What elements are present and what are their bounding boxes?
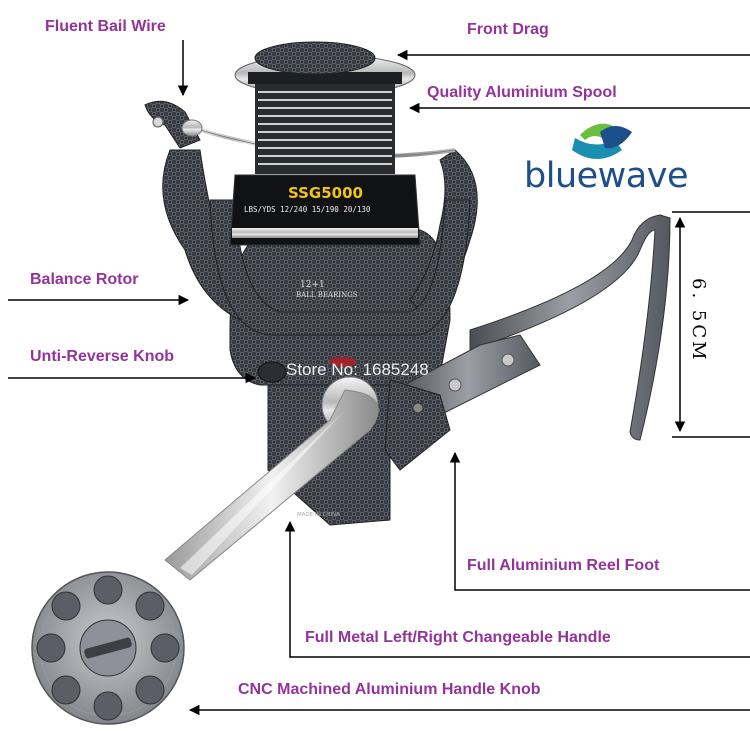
label-quality-spool: Quality Aluminium Spool [427,84,617,101]
foot-bracket [384,379,451,471]
spool-model: SSG5000 [288,184,363,202]
spool-groove [248,72,402,84]
arrow-reel-foot [449,451,750,591]
spool-skirt [229,174,421,246]
label-handle: Full Metal Left/Right Changeable Handle [305,629,611,646]
handle-knob [31,571,185,725]
logo-mark [572,123,632,159]
label-front-drag: Front Drag [467,21,549,38]
handle-highlight [180,410,345,575]
reel-foot [469,214,671,441]
bail-arm [144,100,201,149]
anti-reverse-knob [257,361,287,383]
label-reel-foot: Full Aluminium Reel Foot [467,557,660,574]
line-roller [181,119,203,137]
bearings-text: BALL BEARINGS [296,291,358,299]
label-handle-knob: CNC Machined Aluminium Handle Knob [238,681,541,698]
front-drag [254,41,376,75]
made-in-label: MADE IN CHINA [297,512,340,518]
arrow-handle [284,520,750,658]
bluewave-logo-text: bluewave [524,156,688,196]
foot-screw-2 [501,353,515,367]
label-balance-rotor: Balance Rotor [30,271,139,288]
bracket-screw [412,402,424,414]
spool-spec: LBS/YDS 12/240 15/190 20/130 [244,205,371,214]
balance-rotor [209,199,471,336]
spool-ribs [258,91,392,165]
red-accent [329,357,357,367]
leader-lines [8,40,750,716]
store-watermark: Store No: 1685248 [286,360,429,379]
dimension-label: 6. 5CM [688,278,709,363]
dimension-marker [672,211,750,438]
spool-ring [232,228,418,238]
spool-body [255,84,395,174]
bearings-count: 12+1 [300,280,325,290]
aluminium-spool [229,41,421,246]
foot-screw-1 [448,378,462,392]
label-anti-reverse-knob: Unti-Reverse Knob [30,348,175,365]
bail-screw [152,116,164,128]
handle-arm [164,376,379,581]
label-fluent-bail-wire: Fluent Bail Wire [45,18,166,35]
